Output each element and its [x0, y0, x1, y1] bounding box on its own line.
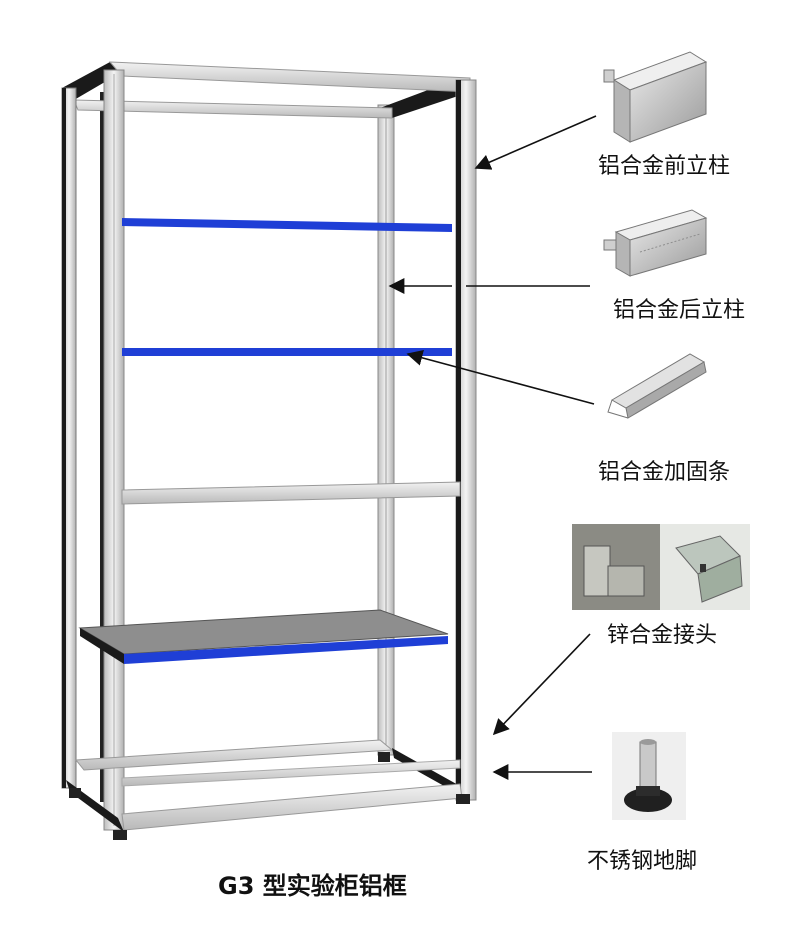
arrow-front-column	[476, 116, 596, 168]
label-reinforcing-strip: 铝合金加固条	[598, 454, 730, 486]
stainless-steel-foot-photo-icon	[612, 732, 686, 820]
diagram-caption: G3 型实验柜铝框	[218, 866, 407, 901]
label-front-column: 铝合金前立柱	[598, 148, 730, 180]
arrow-connector	[494, 634, 590, 734]
cabinet-frame	[62, 62, 476, 840]
label-rear-column: 铝合金后立柱	[613, 292, 745, 324]
middle-blue-shelf-rail	[122, 348, 452, 356]
arrow-reinforcing-strip	[408, 354, 594, 404]
zinc-alloy-connector-photos-icon	[572, 524, 750, 610]
aluminum-rear-column-profile-icon	[604, 210, 706, 276]
aluminum-reinforcing-strip-icon	[608, 354, 706, 418]
leader-arrows	[390, 116, 596, 772]
upper-blue-shelf-rail	[122, 218, 452, 232]
middle-cross-bar	[122, 482, 460, 504]
base-front-rail	[122, 784, 462, 830]
label-stainless-foot: 不锈钢地脚	[587, 843, 697, 875]
label-zinc-connector: 锌合金接头	[607, 617, 717, 649]
aluminum-front-column-profile-icon	[604, 52, 706, 142]
top-front-rail	[110, 62, 470, 92]
